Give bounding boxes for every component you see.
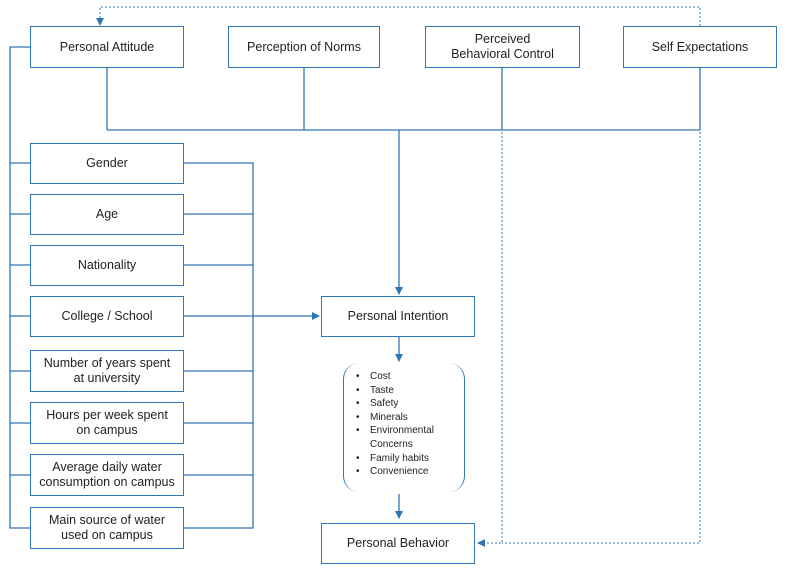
age-box: Age (30, 194, 184, 235)
gender-box: Gender (30, 143, 184, 184)
factor-item: Minerals (354, 411, 464, 425)
age-label: Age (95, 207, 119, 221)
personal-behavior-label: Personal Behavior (346, 536, 450, 550)
factor-item: Cost (354, 370, 464, 384)
factor-item: Taste (354, 384, 464, 398)
personal-intention-label: Personal Intention (347, 309, 449, 323)
personal-attitude-label: Personal Attitude (59, 39, 155, 54)
personal-attitude-box: Personal Attitude (30, 26, 184, 68)
years-at-university-label: Number of years spent at university (43, 356, 171, 385)
nationality-label: Nationality (77, 258, 137, 272)
hours-on-campus-label: Hours per week spent on campus (46, 408, 168, 437)
factor-item: Family habits (354, 452, 464, 466)
years-at-university-box: Number of years spent at university (30, 350, 184, 392)
dotted-control-to-behavior (477, 68, 503, 547)
perception-of-norms-label: Perception of Norms (247, 39, 361, 54)
factor-item: Convenience (354, 465, 464, 479)
college-school-box: College / School (30, 296, 184, 337)
college-school-label: College / School (61, 309, 153, 323)
nationality-box: Nationality (30, 245, 184, 286)
factor-item: Environmental Concerns (354, 424, 464, 451)
perceived-behavioral-control-box: Perceived Behavioral Control (425, 26, 580, 68)
water-source-label: Main source of water used on campus (48, 513, 166, 542)
perception-of-norms-box: Perception of Norms (228, 26, 380, 68)
water-consumption-box: Average daily water consumption on campu… (30, 454, 184, 496)
dotted-expectations-to-behavior (502, 68, 701, 544)
water-consumption-label: Average daily water consumption on campu… (39, 460, 175, 489)
factor-item: Safety (354, 397, 464, 411)
factors-bracket (343, 363, 465, 492)
self-expectations-box: Self Expectations (623, 26, 777, 68)
attitude-left-spine (9, 46, 30, 529)
self-expectations-label: Self Expectations (651, 39, 749, 54)
gender-label: Gender (86, 156, 128, 170)
factors-list: Cost Taste Safety Minerals Environmental… (354, 370, 464, 479)
perceived-behavioral-control-label: Perceived Behavioral Control (451, 32, 554, 61)
personal-behavior-box: Personal Behavior (321, 523, 475, 564)
demographics-right-bus (184, 162, 254, 529)
dotted-feedback-to-attitude (96, 6, 701, 26)
hours-on-campus-box: Hours per week spent on campus (30, 402, 184, 444)
water-source-box: Main source of water used on campus (30, 507, 184, 549)
personal-intention-box: Personal Intention (321, 296, 475, 337)
